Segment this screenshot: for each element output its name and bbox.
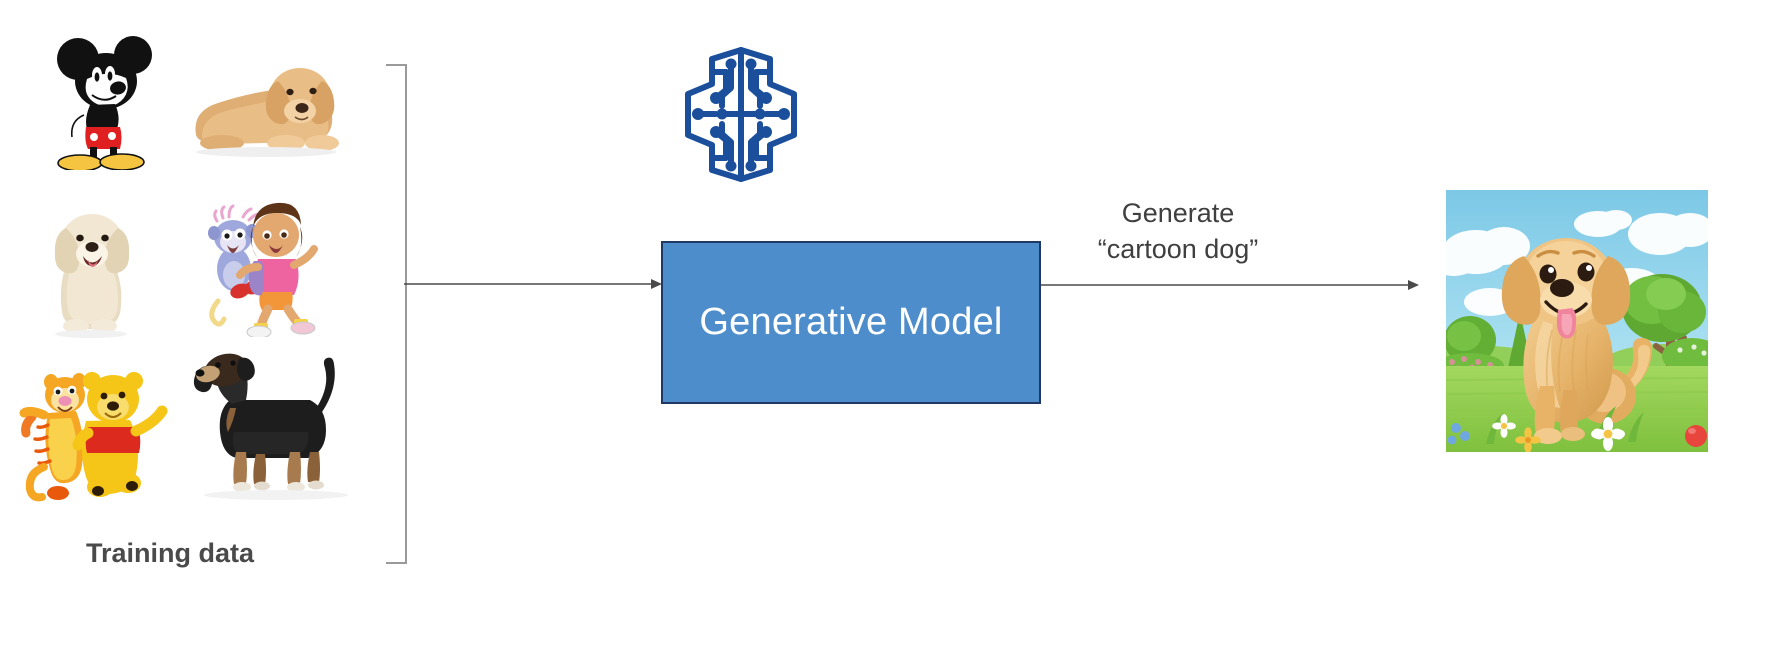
training-image-black-tan-dog — [186, 348, 356, 503]
generated-cartoon-dog-image — [1446, 190, 1708, 452]
generative-model-label: Generative Model — [699, 301, 1003, 343]
training-image-golden-puppy-lying — [182, 55, 347, 160]
training-image-mickey-mouse — [40, 35, 170, 170]
training-image-dora-boots — [196, 197, 326, 337]
training-data-label: Training data — [86, 538, 255, 568]
arrow-model-to-output — [1041, 273, 1431, 297]
ai-brain-circuit-icon — [676, 42, 806, 187]
training-data-bracket — [380, 55, 470, 580]
generate-prompt-label: Generate “cartoon dog” — [1018, 196, 1338, 267]
training-image-cream-puppy-sitting — [38, 198, 148, 338]
training-image-tigger-pooh — [18, 355, 168, 505]
generate-prompt-line-2: “cartoon dog” — [1097, 233, 1259, 264]
generate-prompt-line-1: Generate — [1121, 198, 1235, 228]
arrow-training-to-model — [404, 272, 674, 296]
generative-model-box[interactable]: Generative Model — [661, 241, 1041, 404]
